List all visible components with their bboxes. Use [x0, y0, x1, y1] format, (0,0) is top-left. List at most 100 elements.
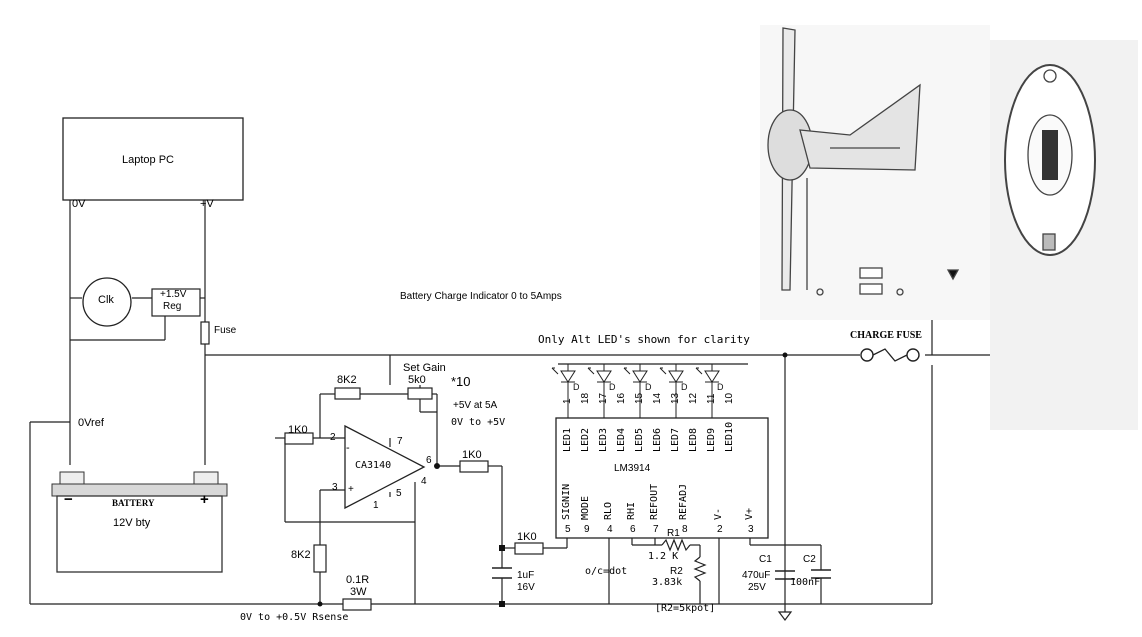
led-diode-letter: D [681, 382, 688, 392]
gain-value: 5k0 [408, 374, 426, 386]
fuse-label: Fuse [214, 325, 237, 336]
lm3914-bottom-label-3: RLO [603, 501, 614, 520]
r1k0-out-label: 1K0 [462, 449, 482, 461]
lm3914-chip [555, 417, 769, 539]
lm3914-bottom-pin-9: 9 [584, 524, 590, 535]
lm3914-led-label-5: LED5 [634, 427, 645, 452]
lm3914-led-label-7: LED7 [670, 427, 681, 452]
lm3914-pin-1: 1 [562, 398, 573, 404]
laptop-title: Laptop PC [122, 154, 174, 166]
alt-led-note: Only Alt LED's shown for clarity [538, 333, 750, 346]
lm3914-led-label-10: LED10 [724, 421, 735, 452]
r2-note: [R2=5kpot] [655, 603, 716, 614]
diagram-title: Battery Charge Indicator 0 to 5Amps [400, 291, 562, 302]
lm3914-bottom-label-4: RHI [626, 501, 637, 520]
opamp-plus: + [348, 484, 354, 495]
gain-times: *10 [451, 374, 471, 389]
opamp-pin-7: 7 [397, 436, 403, 447]
lm3914-pin-13: 13 [670, 392, 681, 404]
r8k2-bot-resistor [313, 544, 327, 573]
lm3914-led-label-8: LED8 [688, 427, 699, 452]
led-diode-letter: D [573, 382, 580, 392]
battery-desc: 12V bty [113, 517, 151, 529]
c1-value: 470uF [742, 570, 771, 581]
regulator-line2: Reg [163, 301, 182, 312]
lm3914-led-label-4: LED4 [616, 427, 627, 452]
c1-capacitor [775, 570, 795, 580]
lm3914-bottom-pin-5: 5 [565, 524, 571, 535]
led-icon: D [623, 364, 652, 418]
ground-icon [777, 611, 793, 621]
r8k2-top-label: 8K2 [337, 374, 357, 386]
lm3914-bottom-pin-7: 7 [653, 524, 659, 535]
battery-brand: BATTERY [112, 498, 155, 508]
lm3914-pin-17: 17 [598, 392, 609, 404]
led-icon: D [551, 364, 580, 418]
rsense-watt: 3W [350, 586, 367, 598]
lm3914-pin-12: 12 [688, 392, 699, 404]
r1-resistor [661, 538, 691, 552]
lm3914-led-label-2: LED2 [580, 427, 591, 452]
r8k2-bot-label: 8K2 [291, 549, 311, 561]
r1k0-in-label: 1K0 [288, 424, 308, 436]
lm3914-pin-16: 16 [616, 392, 627, 404]
led-icon: D [659, 364, 688, 418]
fuse-symbol [200, 321, 210, 345]
gain-scale2: 0V to +5V [451, 417, 506, 428]
lm3914-led-label-3: LED3 [598, 427, 609, 452]
opamp-pin-2: 2 [330, 432, 336, 443]
lm3914-pin-11: 11 [706, 393, 717, 404]
led-icon: D [695, 364, 724, 418]
lm3914-led-label-9: LED9 [706, 427, 717, 452]
led-diode-letter: D [609, 382, 616, 392]
opamp-pin-6: 6 [426, 455, 432, 466]
lm3914-bottom-pin-3: 3 [748, 524, 754, 535]
gain-scale1: +5V at 5A [453, 400, 498, 411]
opamp-pin-5: 5 [396, 488, 402, 499]
c2-name: C2 [803, 554, 816, 565]
opamp-pin-1: 1 [373, 500, 379, 511]
lm3914-bottom-label-2: MODE [580, 495, 591, 520]
ovref-label: 0Vref [78, 417, 104, 429]
cap-filter [492, 567, 512, 579]
lm3914-name: LM3914 [614, 463, 651, 474]
lm3914-bottom-pin-4: 4 [607, 524, 613, 535]
r1k0-in-resistor [284, 432, 314, 445]
regulator-box [151, 288, 201, 317]
lm3914-bottom-pin-6: 6 [630, 524, 636, 535]
gain-pot [407, 387, 433, 400]
laptop-0v-label: 0V [72, 198, 86, 210]
regulator-line1: +1.5V [160, 289, 187, 300]
charge-fuse-label: CHARGE FUSE [850, 330, 922, 341]
gain-label: Set Gain [403, 362, 446, 374]
laptop-plus-v-label: +V [200, 198, 214, 210]
lm3914-bottom-label-5: REFOUT [649, 483, 660, 520]
charge-fuse [860, 348, 920, 362]
battery-plus: + [200, 491, 209, 508]
rsense-resistor [342, 598, 372, 611]
lm3914-led-label-1: LED1 [562, 427, 573, 452]
c1-volt: 25V [748, 582, 766, 593]
rsense-range: 0V to +0.5V Rsense [240, 612, 349, 623]
opamp-pin-3: 3 [332, 482, 338, 493]
laptop-box [62, 117, 244, 201]
r2-value: 3.83k [652, 577, 683, 588]
c2-value: 100nF [790, 577, 821, 588]
led-diode-letter: D [645, 382, 652, 392]
wind-turbine-image [760, 25, 1138, 430]
lm3914-bottom-label-1: SIGNIN [561, 483, 572, 520]
c2-capacitor [811, 569, 831, 579]
r1k0-out-resistor [459, 460, 489, 473]
battery-symbol [51, 471, 228, 573]
r1-value: 1.2 K [648, 551, 679, 562]
opamp-name: CA3140 [355, 460, 392, 471]
clock-circle [82, 277, 132, 327]
r8k2-top-resistor [334, 387, 361, 400]
led-icon: D [587, 364, 616, 418]
lm3914-pin-15: 15 [634, 392, 645, 404]
lm3914-bottom-pin-2: 2 [717, 524, 723, 535]
opamp-pin-4: 4 [421, 476, 427, 487]
r1k0-sig-label: 1K0 [517, 531, 537, 543]
led-diode-letter: D [717, 382, 724, 392]
opamp-minus: - [346, 442, 350, 454]
